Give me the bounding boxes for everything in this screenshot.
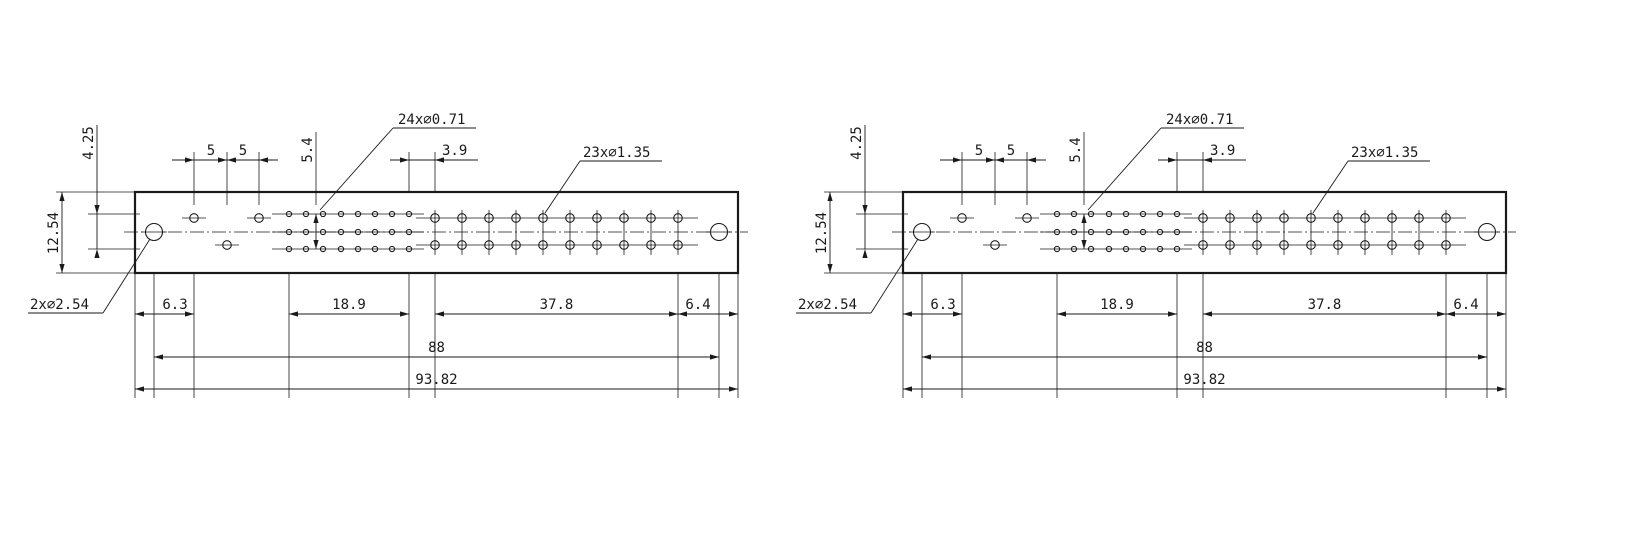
dimension-arrow [1446, 311, 1455, 317]
dimension-arrow [1168, 311, 1177, 317]
dimension-arrow [59, 264, 65, 273]
callout-leader [319, 127, 394, 211]
dimension-arrow [313, 214, 319, 223]
dimension-arrow [862, 249, 868, 258]
dimension-arrow [729, 311, 738, 317]
dim-row-pitch: 5.4 [300, 137, 316, 162]
dimension-arrow [59, 192, 65, 201]
dim-mid-span: 18.9 [1100, 297, 1134, 313]
callout-small-holes: 24x∅0.71 [1166, 112, 1233, 128]
dimension-arrow [1203, 311, 1212, 317]
dimension-arrow [1203, 157, 1212, 163]
dimension-arrow [289, 311, 298, 317]
callout-leader [1312, 160, 1349, 214]
dimension-arrow [827, 264, 833, 273]
dim-pitch-b: 5 [239, 143, 247, 159]
dimension-arrow [154, 354, 163, 360]
dimension-arrow [903, 311, 912, 317]
callout-leader [1087, 127, 1162, 211]
dimension-arrow [1437, 311, 1446, 317]
dim-overall-length: 93.82 [1183, 372, 1225, 388]
dimension-arrow [862, 205, 868, 214]
drawing-view-right: 6.3 18.9 37.8 6.4 88 93.82 5 5 3.9 12.54 4.25 5.4 24… [796, 112, 1516, 398]
dimension-arrow [986, 157, 995, 163]
dimension-arrow [1497, 386, 1506, 392]
callout-mount-holes: 2x∅2.54 [798, 297, 857, 313]
dim-pitch-a: 5 [975, 143, 983, 159]
dimension-arrow [400, 311, 409, 317]
dimension-arrow [903, 386, 912, 392]
dimension-arrow [94, 249, 100, 258]
dimension-arrow [313, 240, 319, 249]
dim-height-top: 4.25 [849, 126, 865, 160]
connector-body-outline [133, 190, 740, 275]
dim-row-pitch: 5.4 [1068, 137, 1084, 162]
dim-mount-span: 88 [428, 340, 445, 356]
dim-offset-small: 3.9 [1210, 143, 1235, 159]
dim-overall-length: 93.82 [415, 372, 457, 388]
dim-right-offset: 6.4 [1453, 297, 1478, 313]
dimension-arrow [185, 311, 194, 317]
dimension-arrow [435, 311, 444, 317]
callout-mount-holes: 2x∅2.54 [30, 297, 89, 313]
callout-small-holes: 24x∅0.71 [398, 112, 465, 128]
dimension-arrow [218, 157, 227, 163]
dimension-arrow [953, 311, 962, 317]
dimension-arrow [827, 192, 833, 201]
dimension-arrow [1168, 157, 1177, 163]
dimension-arrow [922, 354, 931, 360]
dimension-arrow [135, 311, 144, 317]
callout-leader [102, 238, 151, 314]
dimension-arrow [94, 205, 100, 214]
dim-left-offset: 6.3 [162, 297, 187, 313]
dim-height-total: 12.54 [46, 212, 62, 254]
dim-mid-span: 18.9 [332, 297, 366, 313]
dim-pitch-b: 5 [1007, 143, 1015, 159]
dimension-arrow [729, 386, 738, 392]
dim-height-top: 4.25 [81, 126, 97, 160]
dimension-arrow [400, 157, 409, 163]
dimension-arrow [1057, 311, 1066, 317]
dimension-arrow [669, 311, 678, 317]
dimension-arrow [185, 157, 194, 163]
dim-right-offset: 6.4 [685, 297, 710, 313]
dimension-arrow [995, 157, 1004, 163]
drawing-view-left: 6.3 18.9 37.8 6.4 88 93.82 5 5 3.9 12.54 4.25 5.4 24… [28, 112, 748, 398]
dimension-arrow [1478, 354, 1487, 360]
dimension-arrow [1497, 311, 1506, 317]
dim-pitch-a: 5 [207, 143, 215, 159]
dim-mount-span: 88 [1196, 340, 1213, 356]
connector-body-outline [901, 190, 1508, 275]
dim-right-span: 37.8 [540, 297, 574, 313]
dimension-arrow [678, 311, 687, 317]
callout-large-holes: 23x∅1.35 [583, 145, 650, 161]
dimension-arrow [710, 354, 719, 360]
dim-left-offset: 6.3 [930, 297, 955, 313]
dimension-arrow [1081, 240, 1087, 249]
dim-right-span: 37.8 [1308, 297, 1342, 313]
dimension-arrow [435, 157, 444, 163]
callout-leader [544, 160, 581, 214]
dim-offset-small: 3.9 [442, 143, 467, 159]
dimension-arrow [135, 386, 144, 392]
dimension-arrow [259, 157, 268, 163]
dimension-arrow [227, 157, 236, 163]
dimension-arrow [1081, 214, 1087, 223]
callout-leader [870, 238, 919, 314]
dimension-arrow [953, 157, 962, 163]
callout-large-holes: 23x∅1.35 [1351, 145, 1418, 161]
dimension-arrow [1027, 157, 1036, 163]
dim-height-total: 12.54 [814, 212, 830, 254]
